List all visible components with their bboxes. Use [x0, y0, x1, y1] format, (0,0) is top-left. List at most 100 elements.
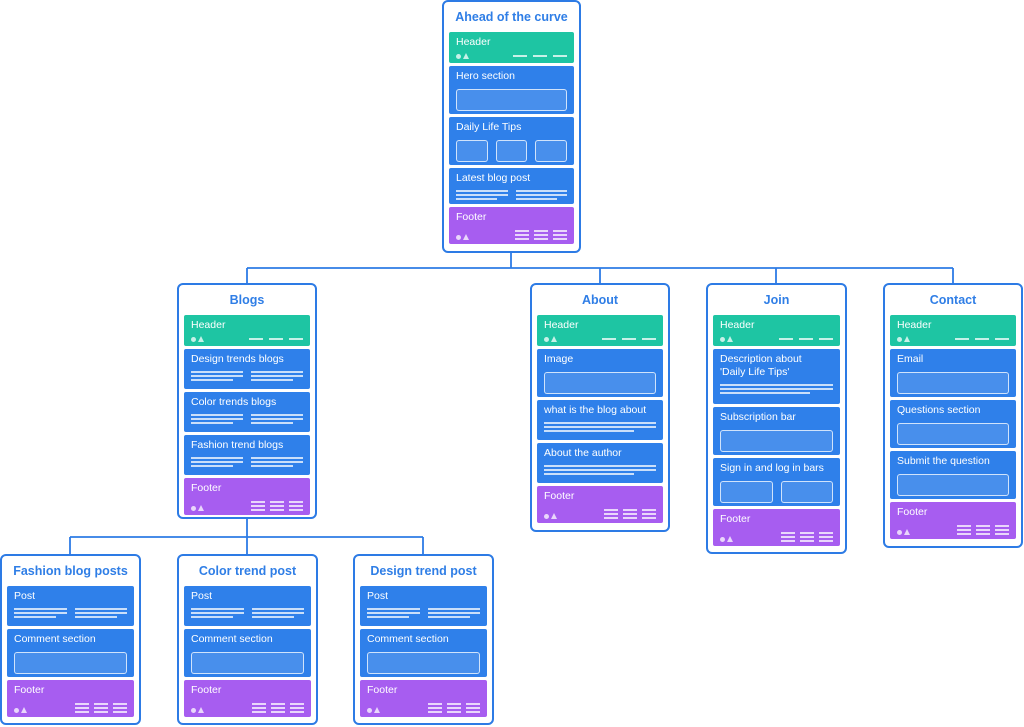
section-label: Post	[191, 590, 213, 602]
comment-section: Comment section	[184, 629, 311, 677]
logo-icon	[897, 336, 910, 342]
section-label: Description about 'Daily Life Tips'	[720, 353, 802, 378]
triangle-icon	[904, 529, 910, 535]
placeholder-box	[897, 474, 1009, 496]
section-label: Color trends blogs	[191, 396, 277, 408]
footer-section: Footer	[449, 207, 574, 244]
section-label: Footer	[544, 490, 575, 502]
section-label: Image	[544, 353, 574, 365]
placeholder-box	[780, 481, 833, 503]
section-label: Email	[897, 353, 924, 365]
hamburger-icon	[604, 509, 656, 519]
card-join: Join Header Description about 'Daily Lif…	[706, 283, 847, 554]
placeholder-box	[535, 140, 568, 162]
section-label: Footer	[14, 684, 45, 696]
card-title: Ahead of the curve	[455, 10, 568, 24]
section-label: Header	[897, 319, 932, 331]
placeholder-box	[720, 481, 773, 503]
card-home: Ahead of the curve Header Hero section D…	[442, 0, 581, 253]
logo-icon	[720, 336, 733, 342]
text-lines	[544, 422, 656, 432]
card-contact: Contact Header Email Questions section S…	[883, 283, 1023, 548]
hamburger-icon	[75, 703, 127, 713]
logo-icon	[14, 707, 27, 713]
description-section: Description about 'Daily Life Tips'	[713, 349, 840, 404]
section-label: Questions section	[897, 404, 981, 416]
logo-icon	[191, 707, 204, 713]
section-label: Submit the question	[897, 455, 990, 467]
what-section: what is the blog about	[537, 400, 663, 440]
image-section: Image	[537, 349, 663, 397]
placeholder-box	[456, 140, 488, 162]
color-trends-section: Color trends blogs	[184, 392, 310, 432]
hero-section: Hero section	[449, 66, 574, 114]
triangle-icon	[374, 707, 380, 713]
dot-icon	[897, 529, 902, 535]
placeholder-box	[897, 423, 1009, 445]
header-section: Header	[184, 315, 310, 346]
text-lines	[456, 190, 567, 200]
dot-icon	[897, 336, 902, 342]
card-title: Join	[763, 293, 790, 307]
section-label: Header	[544, 319, 579, 331]
dot-icon	[720, 336, 725, 342]
logo-icon	[191, 336, 204, 342]
hamburger-icon	[957, 525, 1009, 535]
design-trends-section: Design trends blogs	[184, 349, 310, 389]
footer-section: Footer	[7, 680, 134, 717]
triangle-icon	[551, 513, 557, 519]
questions-section: Questions section	[890, 400, 1016, 448]
hamburger-icon	[781, 532, 833, 542]
placeholder-box	[897, 372, 1009, 394]
section-label: Design trends blogs	[191, 353, 284, 365]
dash-nav-icon	[513, 55, 567, 57]
footer-section: Footer	[537, 486, 663, 523]
placeholder-box	[720, 430, 833, 452]
triangle-icon	[727, 336, 733, 342]
section-label: Comment section	[191, 633, 273, 645]
post-section: Post	[360, 586, 487, 626]
card-title: Contact	[929, 293, 977, 307]
post-section: Post	[7, 586, 134, 626]
text-lines	[191, 414, 303, 424]
hamburger-icon	[428, 703, 480, 713]
comment-section: Comment section	[360, 629, 487, 677]
triangle-icon	[463, 53, 469, 59]
section-label: Footer	[191, 482, 222, 494]
section-label: Comment section	[14, 633, 96, 645]
footer-section: Footer	[890, 502, 1016, 539]
header-section: Header	[890, 315, 1016, 346]
logo-icon	[897, 529, 910, 535]
text-lines	[14, 608, 127, 618]
card-blogs: Blogs Header Design trends blogs Color t…	[177, 283, 317, 519]
signin-section: Sign in and log in bars	[713, 458, 840, 506]
submit-section: Submit the question	[890, 451, 1016, 499]
hamburger-icon	[515, 230, 567, 240]
text-lines	[191, 371, 303, 381]
hamburger-icon	[251, 501, 303, 511]
dot-icon	[191, 336, 196, 342]
triangle-icon	[21, 707, 27, 713]
footer-section: Footer	[713, 509, 840, 546]
dot-icon	[191, 707, 196, 713]
dash-nav-icon	[955, 338, 1009, 340]
card-title: Color trend post	[198, 564, 297, 578]
triangle-icon	[198, 505, 204, 511]
dash-nav-icon	[779, 338, 833, 340]
triangle-icon	[198, 707, 204, 713]
card-design-trend-post: Design trend post Post Comment section F…	[353, 554, 494, 725]
section-label: what is the blog about	[544, 404, 647, 416]
header-section: Header	[537, 315, 663, 346]
logo-icon	[720, 536, 733, 542]
placeholder-box	[367, 652, 480, 674]
card-title: Blogs	[229, 293, 265, 307]
fashion-trends-section: Fashion trend blogs	[184, 435, 310, 475]
logo-icon	[456, 234, 469, 240]
section-label: Daily Life Tips	[456, 121, 522, 133]
section-label: Fashion trend blogs	[191, 439, 284, 451]
header-section: Header	[449, 32, 574, 63]
footer-section: Footer	[184, 478, 310, 515]
text-lines	[191, 457, 303, 467]
card-about: About Header Image what is the blog abou…	[530, 283, 670, 532]
dash-nav-icon	[602, 338, 656, 340]
